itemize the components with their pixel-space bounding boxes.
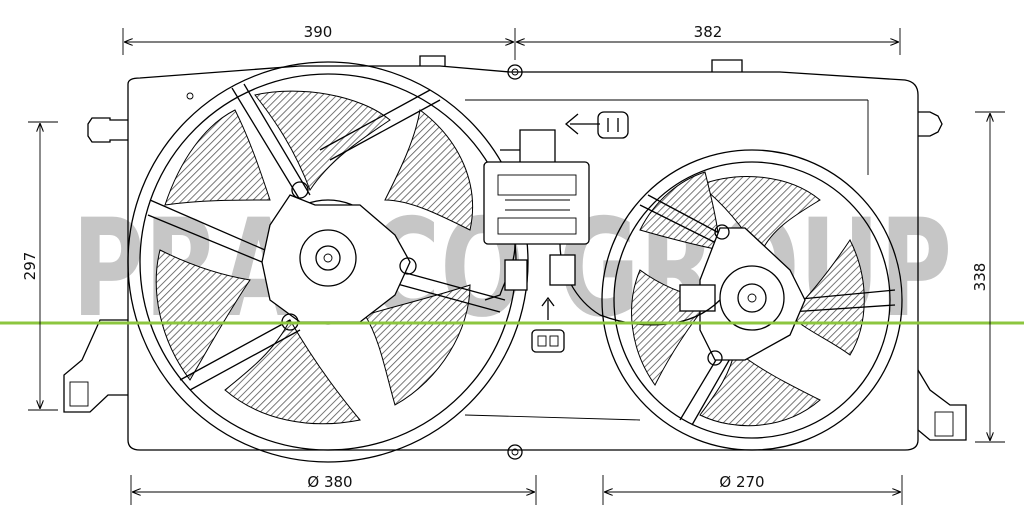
- left-fan: [127, 61, 529, 463]
- right-fan: [601, 149, 903, 451]
- shroud-frame: [63, 55, 967, 460]
- dim-label-d380: Ø 380: [307, 473, 352, 491]
- dimension-right: 338: [971, 111, 1005, 443]
- dim-label-338: 338: [971, 263, 989, 292]
- dim-label-390: 390: [304, 23, 333, 41]
- dimension-right-fan-diameter: Ø 270: [602, 473, 903, 505]
- dimension-left: 297: [21, 121, 58, 411]
- dimension-top-left: 390: [122, 23, 516, 60]
- dim-label-382: 382: [694, 23, 723, 41]
- connector-icon-bottom: [531, 296, 565, 353]
- dimension-left-fan-diameter: Ø 380: [130, 473, 537, 505]
- dim-label-d270: Ø 270: [719, 473, 764, 491]
- wiring-harness: [483, 129, 721, 326]
- connector-icon-top: [564, 111, 629, 139]
- dimension-top-right: 382: [517, 23, 901, 55]
- dim-label-297: 297: [21, 252, 39, 281]
